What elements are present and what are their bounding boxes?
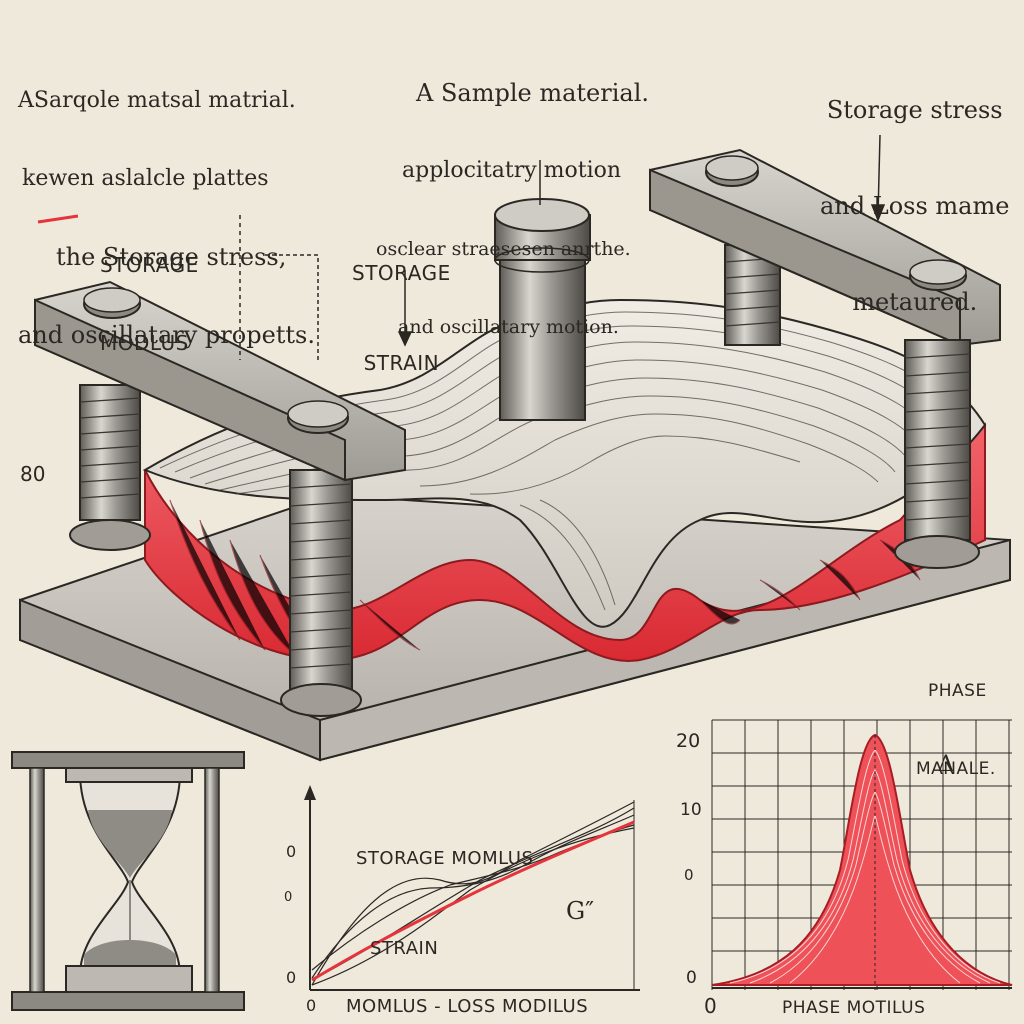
- plot-right-ytick: 20: [676, 730, 701, 752]
- plot-right-xlabel: PHASE MOTILUS: [782, 998, 926, 1018]
- plot-right-ytick: 10: [680, 800, 702, 820]
- top-plate-left: [34, 280, 406, 482]
- plot-left-x-start: 0: [306, 996, 317, 1015]
- plot-right-peak-mark: Δ: [938, 752, 954, 777]
- plot-right-ytick: 0: [686, 968, 697, 988]
- label-storage-strain: STORAGE STRAIN: [352, 261, 451, 375]
- leader-lines: [37, 134, 886, 360]
- post-front-right: [894, 339, 980, 569]
- hourglass: [11, 751, 245, 1011]
- note-top-center: A Sample material. applocitatry motion o…: [376, 79, 650, 338]
- label-storage-modulus: STORAGE MODLUS: [100, 253, 199, 355]
- post-front-left: [280, 469, 362, 717]
- post-back-left: [69, 384, 151, 551]
- plot-left-xlabel: MOMLUS - LOSS MODILUS: [346, 996, 589, 1017]
- note-top-right: Storage stress and Loss mame metaured.: [820, 96, 1010, 316]
- label-phase: PHASE MANALE.: [916, 681, 996, 779]
- plot-right-ytick: 0: [684, 866, 694, 884]
- post-back-right: [724, 244, 781, 346]
- label-left-value: 80: [20, 462, 46, 486]
- spindle-probe: [494, 198, 591, 421]
- plot-left-ytick: 0: [286, 842, 297, 861]
- plot-right-x-start: 0: [704, 994, 717, 1018]
- plot-left-title: STORAGE MOMLUS STRAIN: [356, 848, 534, 959]
- plot-left-ytick: 0: [284, 890, 293, 905]
- top-plate-right: [649, 148, 1001, 347]
- plot-storage-loss: [304, 785, 640, 991]
- plot-phase: [711, 719, 1013, 990]
- note-top-left: ASarqole matsal matrial. kewen aslalcle …: [18, 88, 315, 349]
- plot-left-ytick: 0: [286, 968, 297, 987]
- plot-left-g-label: G″: [566, 897, 595, 925]
